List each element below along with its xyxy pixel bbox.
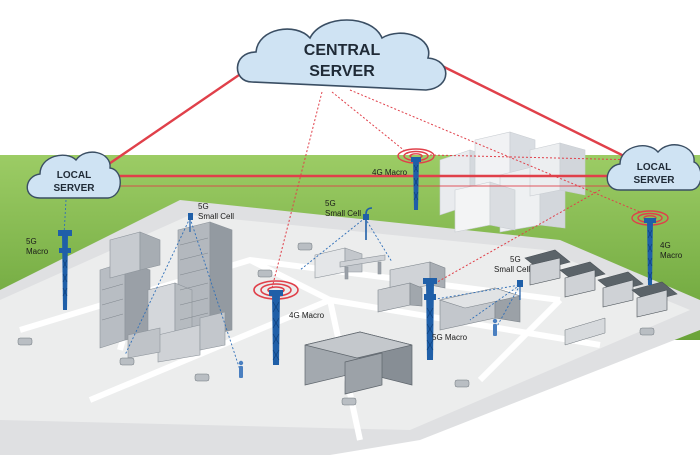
tower-5g-small-cell-right — [517, 280, 523, 300]
label-5g-macro-center: 5G Macro — [432, 333, 468, 342]
tower-4g-macro-top — [397, 148, 435, 210]
blue-dotted-links — [63, 199, 521, 371]
tower-5g-small-cell-center — [363, 207, 373, 240]
label-5g-small-cell-center-line2: Small Cell — [325, 209, 361, 218]
local-server-left-line2: SERVER — [54, 183, 96, 194]
local-server-left-line1: LOCAL — [57, 170, 91, 181]
label-5g-small-cell-center-line1: 5G — [325, 199, 336, 208]
label-5g-macro-left-line1: 5G — [26, 237, 37, 246]
label-4g-macro-right-line1: 4G — [660, 241, 671, 250]
label-4g-macro-right-line2: Macro — [660, 251, 683, 260]
local-server-right-line2: SERVER — [634, 175, 676, 186]
local-server-right-cloud: LOCAL SERVER — [606, 144, 700, 191]
center-row-buildings — [377, 261, 446, 313]
central-server-line2: SERVER — [309, 63, 375, 80]
city-plaza — [0, 215, 690, 430]
central-server-cloud: CENTRAL SERVER — [236, 19, 447, 91]
suburban-houses — [524, 249, 678, 318]
label-5g-small-cell-left-line2: Small Cell — [198, 212, 234, 221]
tower-4g-macro-right — [631, 210, 669, 285]
tower-4g-macro-center — [253, 280, 299, 365]
vehicles — [17, 242, 655, 406]
warehouse — [304, 331, 413, 395]
red-dotted-links — [271, 89, 641, 289]
tower-5g-macro-left — [58, 230, 72, 310]
label-4g-macro-top: 4G Macro — [372, 168, 408, 177]
label-4g-macro-center: 4G Macro — [289, 311, 325, 320]
left-highrises — [99, 221, 233, 363]
label-5g-small-cell-right-line1: 5G — [510, 255, 521, 264]
downtown-towers — [439, 131, 586, 233]
local-server-left-cloud: LOCAL SERVER — [26, 151, 121, 199]
highrise-windows — [101, 237, 209, 321]
central-server-line1: CENTRAL — [304, 42, 381, 59]
gas-station — [314, 247, 386, 280]
tower-5g-small-cell-left — [188, 213, 193, 232]
label-5g-macro-left-line2: Macro — [26, 247, 49, 256]
tower-5g-macro-center — [423, 278, 437, 360]
local-server-right-line1: LOCAL — [637, 162, 671, 173]
mobile-users — [238, 318, 498, 378]
backhaul-links — [99, 58, 629, 187]
label-5g-small-cell-right-line2: Small Cell — [494, 265, 530, 274]
label-5g-small-cell-left-line1: 5G — [198, 202, 209, 211]
